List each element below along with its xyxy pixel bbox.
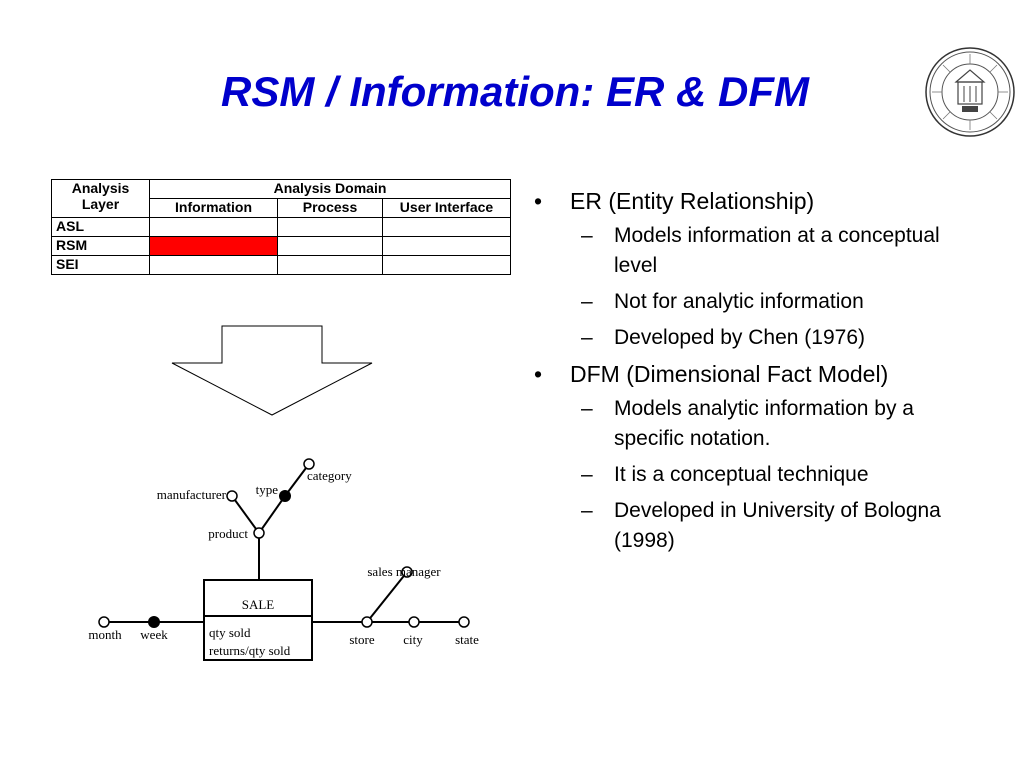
header-process: Process bbox=[277, 198, 383, 218]
sub-bullet-item: –It is a conceptual technique bbox=[531, 460, 981, 490]
table-cell bbox=[277, 217, 383, 237]
header-user-interface: User Interface bbox=[382, 198, 511, 218]
attribute-node-week bbox=[148, 616, 160, 628]
table-cell bbox=[149, 217, 278, 237]
bullet-text: ER (Entity Relationship) bbox=[570, 188, 815, 214]
down-arrow-icon bbox=[171, 325, 373, 416]
sub-bullet-marker: – bbox=[581, 224, 593, 247]
attribute-label-state: state bbox=[455, 632, 479, 647]
table-row: ASL bbox=[51, 217, 511, 237]
sub-bullet-text: Models information at a conceptual level bbox=[614, 224, 940, 277]
bullet-list: •ER (Entity Relationship) –Models inform… bbox=[531, 186, 981, 562]
table-cell bbox=[149, 255, 278, 275]
table-cell bbox=[277, 255, 383, 275]
sub-bullet-text: Models analytic information by a specifi… bbox=[614, 397, 914, 450]
fact-box bbox=[203, 579, 313, 661]
table-cell bbox=[382, 236, 511, 256]
attribute-label-type: type bbox=[256, 482, 279, 497]
sub-bullet-text: Developed by Chen (1976) bbox=[614, 326, 865, 349]
table-row: SEI bbox=[51, 255, 511, 275]
sub-bullet-item: –Models analytic information by a specif… bbox=[531, 394, 981, 454]
attribute-node-city bbox=[408, 616, 420, 628]
row-label: ASL bbox=[51, 217, 150, 237]
attribute-node-month bbox=[98, 616, 110, 628]
sub-bullet-marker: – bbox=[581, 290, 593, 313]
table-subheader-row: Information Process User Interface bbox=[52, 198, 511, 218]
sub-bullet-item: –Developed by Chen (1976) bbox=[531, 323, 981, 353]
attribute-label-sales-manager: sales manager bbox=[367, 564, 441, 579]
sub-bullet-marker: – bbox=[581, 463, 593, 486]
sub-bullet-item: –Not for analytic information bbox=[531, 287, 981, 317]
table-header-row: Analysis Layer Analysis Domain bbox=[51, 179, 511, 218]
attribute-label-week: week bbox=[140, 627, 168, 642]
highlighted-cell bbox=[149, 236, 278, 256]
attribute-label-manufacturer: manufacturer bbox=[157, 487, 227, 502]
attribute-node-type bbox=[279, 490, 291, 502]
dfm-fact-schema-diagram: SALE qty sold returns/qty sold manufactu… bbox=[88, 458, 479, 661]
attribute-node-state bbox=[458, 616, 470, 628]
attribute-label-month: month bbox=[88, 627, 122, 642]
bullet-text: DFM (Dimensional Fact Model) bbox=[570, 361, 889, 387]
bullet-item: • DFM (Dimensional Fact Model) bbox=[531, 359, 981, 390]
attribute-label-city: city bbox=[403, 632, 423, 647]
attribute-node-manufacturer bbox=[226, 490, 238, 502]
table-cell bbox=[382, 217, 511, 237]
sub-bullet-marker: – bbox=[581, 499, 593, 522]
bullet-marker: • bbox=[534, 188, 543, 214]
university-seal-icon bbox=[925, 47, 1015, 137]
sub-bullet-text: Not for analytic information bbox=[614, 290, 864, 313]
row-label: RSM bbox=[51, 236, 150, 256]
attribute-node-product bbox=[253, 527, 265, 539]
attribute-label-store: store bbox=[349, 632, 375, 647]
header-information: Information bbox=[149, 198, 278, 218]
sub-bullet-text: Developed in University of Bologna (1998… bbox=[614, 499, 941, 552]
attribute-node-store bbox=[361, 616, 373, 628]
measure-label: qty sold bbox=[209, 625, 251, 640]
analysis-matrix-table: Analysis Layer Analysis Domain Informati… bbox=[51, 179, 511, 275]
header-analysis-domain: Analysis Domain bbox=[149, 179, 511, 199]
attribute-label-product: product bbox=[208, 526, 248, 541]
header-analysis-layer: Analysis Layer bbox=[51, 179, 150, 218]
attribute-node-category bbox=[303, 458, 315, 470]
table-row: RSM bbox=[51, 236, 511, 256]
row-label: SEI bbox=[51, 255, 150, 275]
sub-bullet-text: It is a conceptual technique bbox=[614, 463, 869, 486]
sub-bullet-item: –Models information at a conceptual leve… bbox=[531, 221, 981, 281]
measure-label: returns/qty sold bbox=[209, 643, 291, 658]
slide-title: RSM / Information: ER & DFM bbox=[221, 68, 809, 115]
fact-name: SALE bbox=[242, 597, 275, 612]
attribute-node-sales-manager bbox=[401, 566, 413, 578]
sub-bullet-marker: – bbox=[581, 326, 593, 349]
sub-bullet-item: –Developed in University of Bologna (199… bbox=[531, 496, 981, 556]
bullet-item: • ER (Entity Relationship) bbox=[531, 186, 981, 217]
table-cell bbox=[382, 255, 511, 275]
table-cell bbox=[277, 236, 383, 256]
sub-bullet-marker: – bbox=[581, 397, 593, 420]
attribute-label-category: category bbox=[307, 468, 352, 483]
bullet-marker: • bbox=[534, 361, 543, 387]
